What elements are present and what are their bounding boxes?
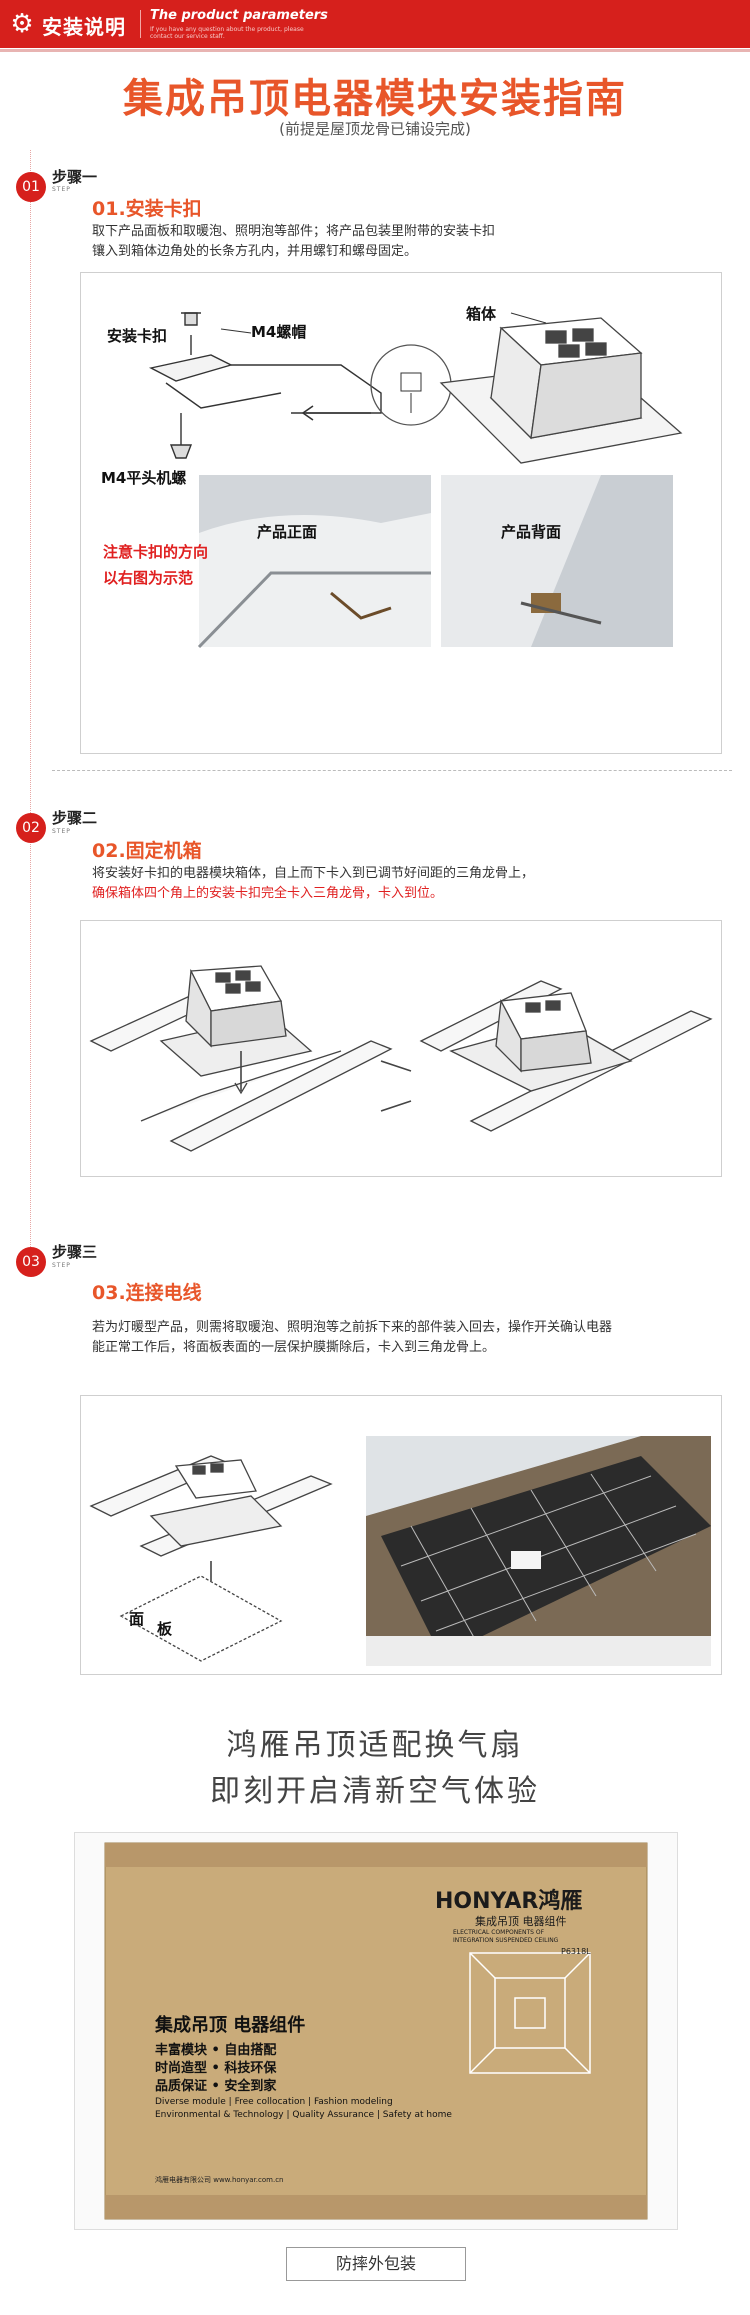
step2-diagram-panel xyxy=(80,920,722,1177)
box-en-sub2: INTEGRATION SUSPENDED CEILING xyxy=(453,1937,559,1944)
desc-line: 取下产品面板和取暖泡、照明泡等部件；将产品包装里附带的安装卡扣 xyxy=(92,224,496,239)
header-title: 安装说明 xyxy=(42,15,126,39)
step-label: 步骤一 xyxy=(52,168,98,186)
box-en-line: Diverse module | Free collocation | Fash… xyxy=(155,2097,393,2107)
step-title: 03.连接电线 xyxy=(92,1282,202,1304)
box-cn-sub: 集成吊顶 电器组件 xyxy=(475,1915,567,1928)
connect-wire-diagram xyxy=(89,1436,711,1666)
box-brand: HONYAR鸿雁 xyxy=(435,1889,583,1914)
box-label: 箱体 xyxy=(466,305,497,323)
package-caption: 防摔外包装 xyxy=(286,2247,466,2281)
timeline-line xyxy=(30,150,32,1265)
fix-box-diagram xyxy=(89,965,713,1152)
box-feature-line: 时尚造型 • 科技环保 xyxy=(155,2061,277,2076)
desc-line: 镶入到箱体边角处的长条方孔内，并用螺钉和螺母固定。 xyxy=(92,244,418,259)
header-stripe xyxy=(0,49,750,52)
panel-label-1: 面 xyxy=(129,1610,145,1628)
page-subtitle: (前提是屋顶龙骨已铺设完成) xyxy=(279,120,471,138)
header-divider xyxy=(140,10,141,38)
slogan-line: 鸿雁吊顶适配换气扇 xyxy=(226,1728,524,1763)
package-box-image: HONYAR鸿雁 集成吊顶 电器组件 ELECTRICAL COMPONENTS… xyxy=(74,1832,678,2230)
header-bar: ⚙ 安装说明 The product parameters If you hav… xyxy=(0,0,750,52)
desc-line: 若为灯暖型产品，则需将取暖泡、照明泡等之前拆下来的部件装入回去，操作开关确认电器 xyxy=(92,1320,613,1335)
front-label: 产品正面 xyxy=(257,523,318,541)
step-label: 步骤三 xyxy=(52,1243,98,1261)
step-title: 01.安装卡扣 xyxy=(92,198,202,220)
desc-line-warning: 确保箱体四个角上的安装卡扣完全卡入三角龙骨，卡入到位。 xyxy=(92,886,444,901)
box-en-sub1: ELECTRICAL COMPONENTS OF xyxy=(453,1929,545,1936)
step-label-en: STEP xyxy=(52,186,71,193)
step1-diagram-panel: 安装卡扣 M4螺帽 M4平头机螺 箱体 注意卡扣的方向 以右图为示范 产品正面 … xyxy=(80,272,722,754)
panel-label-2: 板 xyxy=(157,1620,173,1638)
box-feature-line: 丰富模块 • 自由搭配 xyxy=(155,2043,277,2058)
gear-icon: ⚙ xyxy=(10,9,34,39)
note-line: 以右图为示范 xyxy=(103,569,194,587)
step-badge: 02 xyxy=(16,813,46,843)
header-subtitle-small: If you have any question about the produ… xyxy=(150,26,304,40)
step-badge: 03 xyxy=(16,1247,46,1277)
box-en-line: Environmental & Technology | Quality Ass… xyxy=(155,2110,452,2120)
slogan-line: 即刻开启清新空气体验 xyxy=(210,1774,540,1809)
step-label-en: STEP xyxy=(52,828,71,835)
note-text: 注意卡扣的方向 以右图为示范 xyxy=(103,539,208,591)
install-clip-diagram xyxy=(148,312,683,649)
note-line: 注意卡扣的方向 xyxy=(103,543,209,561)
step-label: 步骤二 xyxy=(52,809,98,827)
box-model: P6318L xyxy=(561,1947,591,1956)
step-badge: 01 xyxy=(16,172,46,202)
box-feature-line: 品质保证 • 安全到家 xyxy=(155,2079,277,2094)
step3-diagram-panel: 面 板 xyxy=(80,1395,722,1675)
step-description: 若为灯暖型产品，则需将取暖泡、照明泡等之前拆下来的部件装入回去，操作开关确认电器… xyxy=(92,1318,732,1358)
divider xyxy=(52,770,732,771)
screw-label: M4平头机螺 xyxy=(101,469,187,487)
box-title: 集成吊顶 电器组件 xyxy=(155,2015,306,2036)
step-title: 02.固定机箱 xyxy=(92,840,202,862)
nut-label: M4螺帽 xyxy=(251,323,307,341)
page-title: 集成吊顶电器模块安装指南 xyxy=(123,76,627,122)
desc-line: 将安装好卡扣的电器模块箱体，自上而下卡入到已调节好间距的三角龙骨上， xyxy=(92,866,535,881)
step-description: 将安装好卡扣的电器模块箱体，自上而下卡入到已调节好间距的三角龙骨上， 确保箱体四… xyxy=(92,864,534,904)
desc-line: 能正常工作后，将面板表面的一层保护膜撕除后，卡入到三角龙骨上。 xyxy=(92,1340,496,1355)
box-graphic xyxy=(104,1842,648,2220)
clip-label: 安装卡扣 xyxy=(107,327,168,345)
back-label: 产品背面 xyxy=(501,523,562,541)
header-subtitle: The product parameters xyxy=(150,8,328,23)
step-description: 取下产品面板和取暖泡、照明泡等部件；将产品包装里附带的安装卡扣 镶入到箱体边角处… xyxy=(92,222,495,262)
step-label-en: STEP xyxy=(52,1262,71,1269)
box-footer: 鸿雁电器有限公司 www.honyar.com.cn xyxy=(155,2176,284,2184)
